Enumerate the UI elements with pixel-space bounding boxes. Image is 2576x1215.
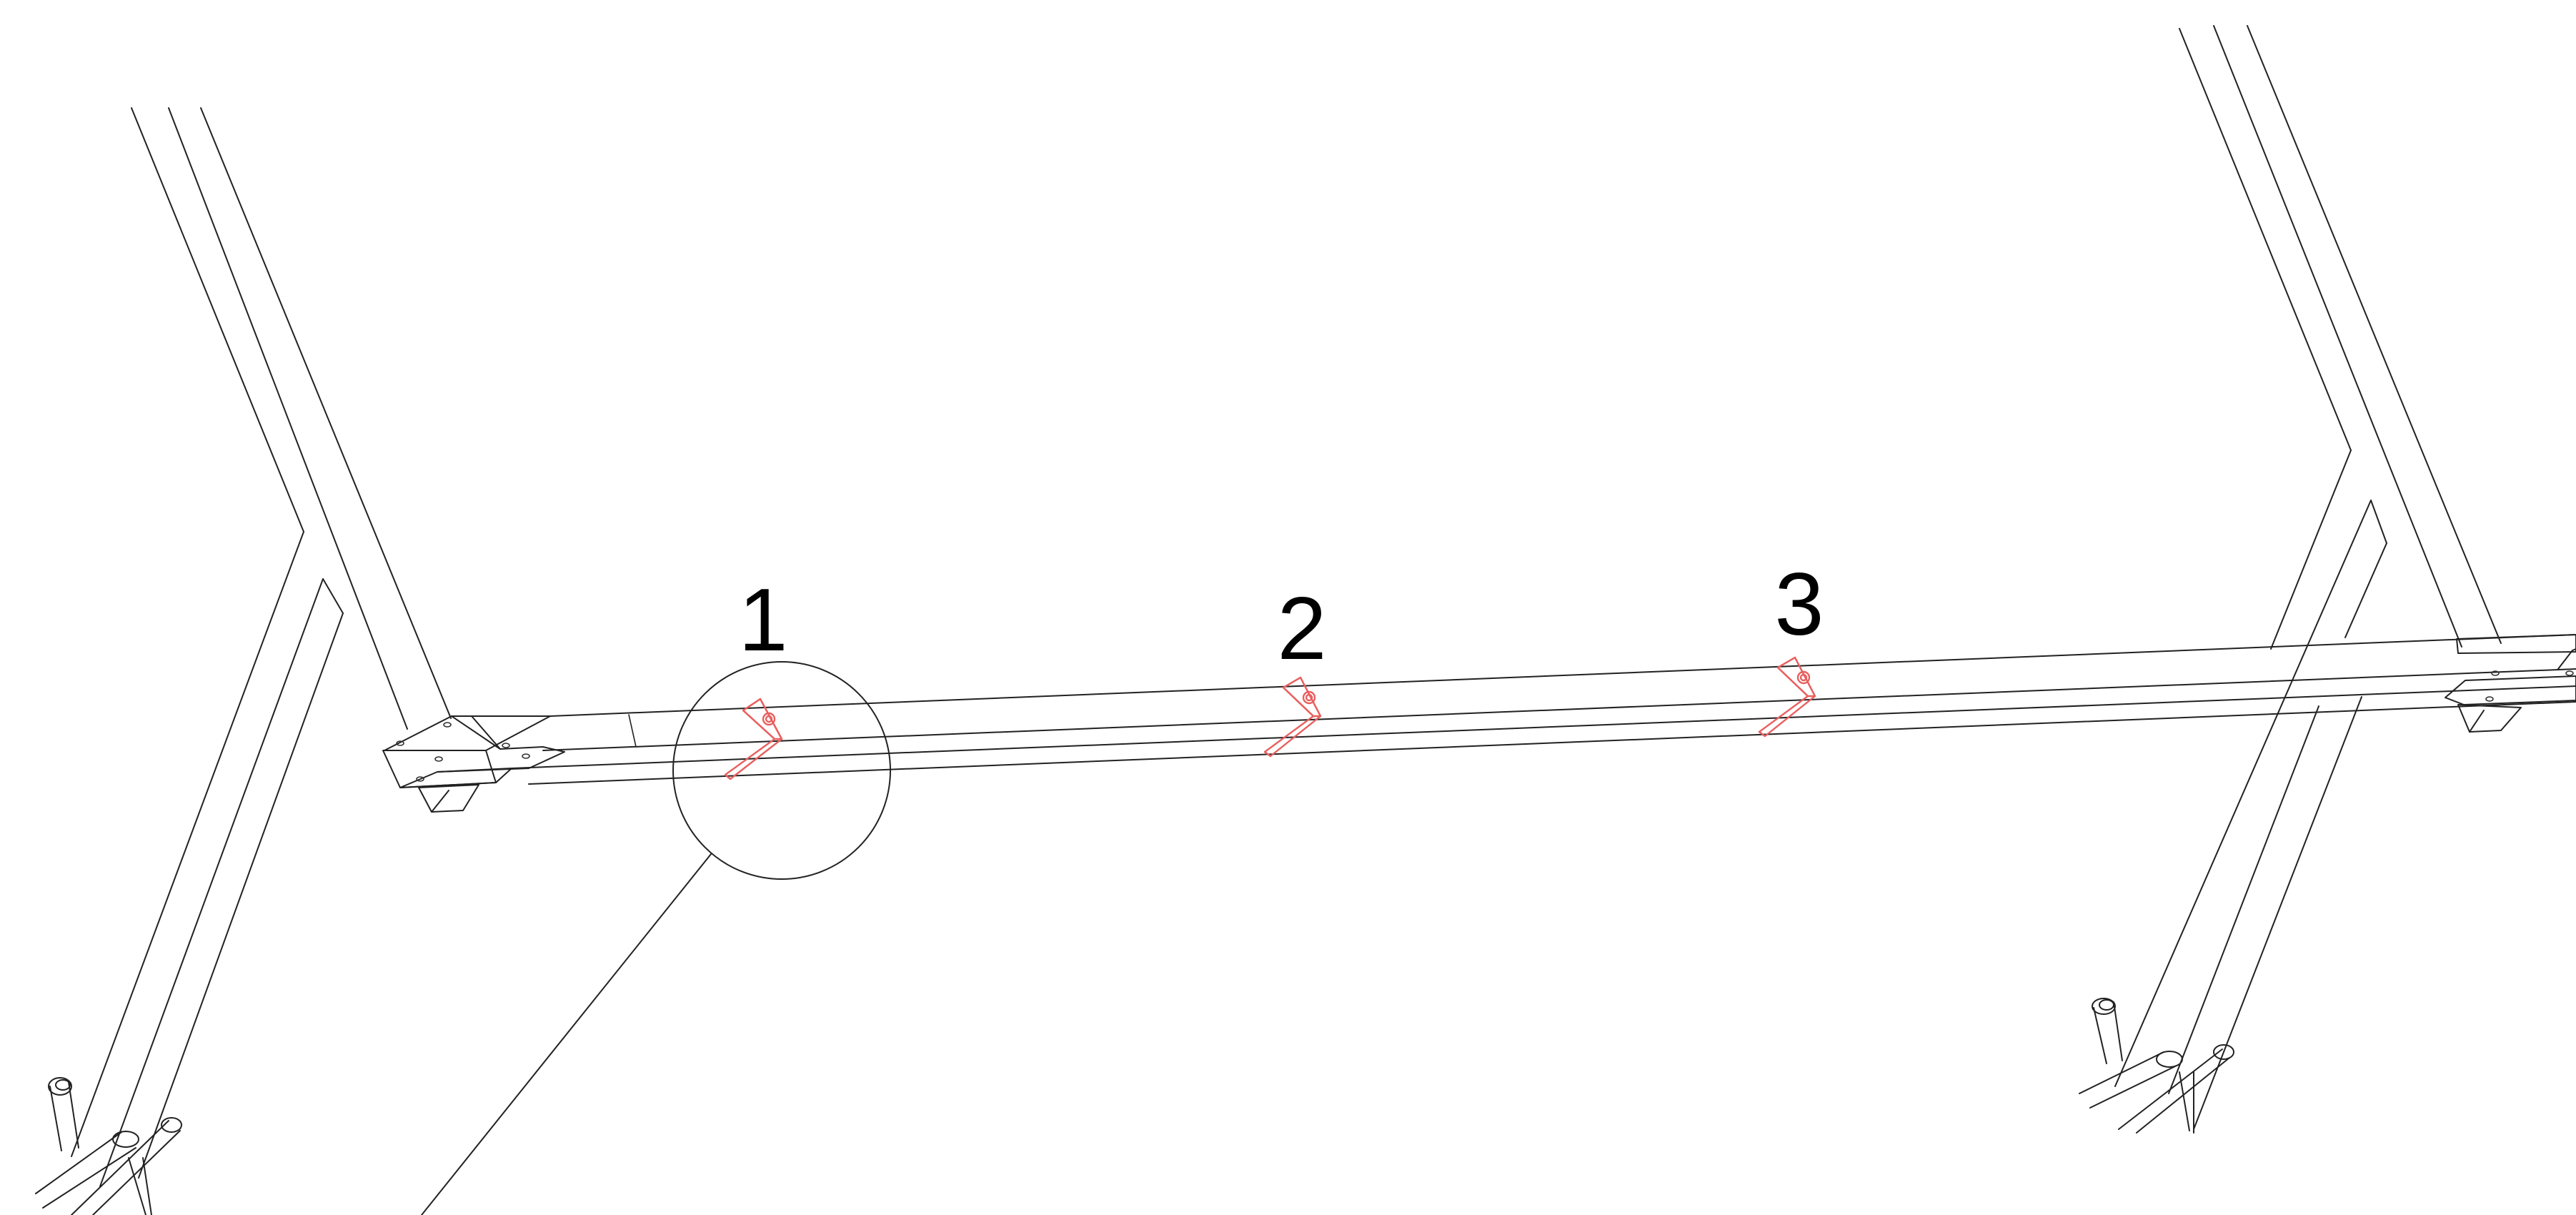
main-beam: [511, 634, 2576, 785]
bracket-1: [724, 698, 783, 780]
callout-label-1: 1: [739, 571, 788, 670]
bracket-3: [1758, 656, 1816, 738]
left-corner-joint: [382, 715, 565, 813]
bracket-2: [1263, 676, 1322, 758]
left-feet: [35, 1077, 182, 1215]
right-feet: [2079, 998, 2234, 1134]
right-corner-joint: [2445, 634, 2576, 733]
callout-label-3: 3: [1775, 555, 1824, 654]
callout-label-2: 2: [1278, 580, 1327, 678]
right-frame: [2079, 25, 2576, 1134]
left-frame: [35, 107, 565, 1215]
detail-circle-callout-1: [421, 661, 891, 1215]
